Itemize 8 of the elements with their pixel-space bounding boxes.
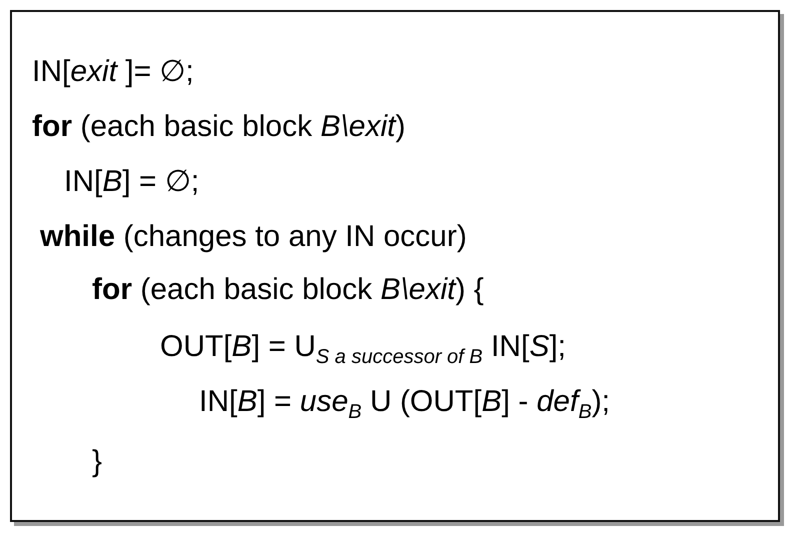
- code-line: while (changes to any IN occur): [40, 219, 467, 255]
- code-line: }: [92, 444, 102, 480]
- code-line: IN[exit ]= ∅;: [32, 54, 194, 90]
- code-line: for (each basic block B\exit) {: [92, 272, 484, 308]
- code-line: OUT[B] = U$_{S a successor of B}$ IN[S];: [160, 329, 566, 370]
- code-line: IN[B] = use$_{B}$ U (OUT[B] - def$_{B}$);: [199, 384, 610, 425]
- code-line: IN[B] = ∅;: [64, 164, 200, 200]
- code-line: for (each basic block B\exit): [32, 109, 406, 145]
